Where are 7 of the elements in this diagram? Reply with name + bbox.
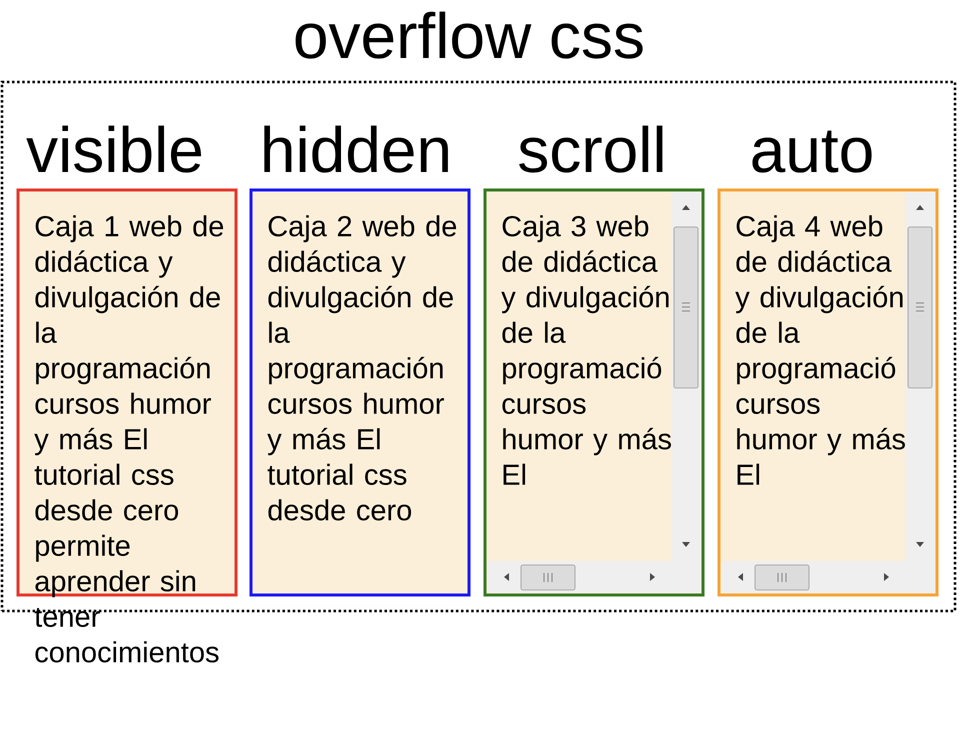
content-box: Caja 2 web de didáctica y divulgación de la programación cursos humor y más El tutorial css desde cero [250, 188, 470, 596]
content-box: Caja 1 web de didáctica y divulgación de la programación cursos humor y más El tutorial css desde cero permite aprender sin tener conocimientos [16, 188, 238, 662]
box-heading: hidden [264, 126, 448, 173]
title: overflow css [296, 12, 643, 59]
box-heading: scroll [519, 126, 662, 173]
box-heading: auto [752, 130, 872, 173]
box-heading: visible [26, 126, 202, 173]
